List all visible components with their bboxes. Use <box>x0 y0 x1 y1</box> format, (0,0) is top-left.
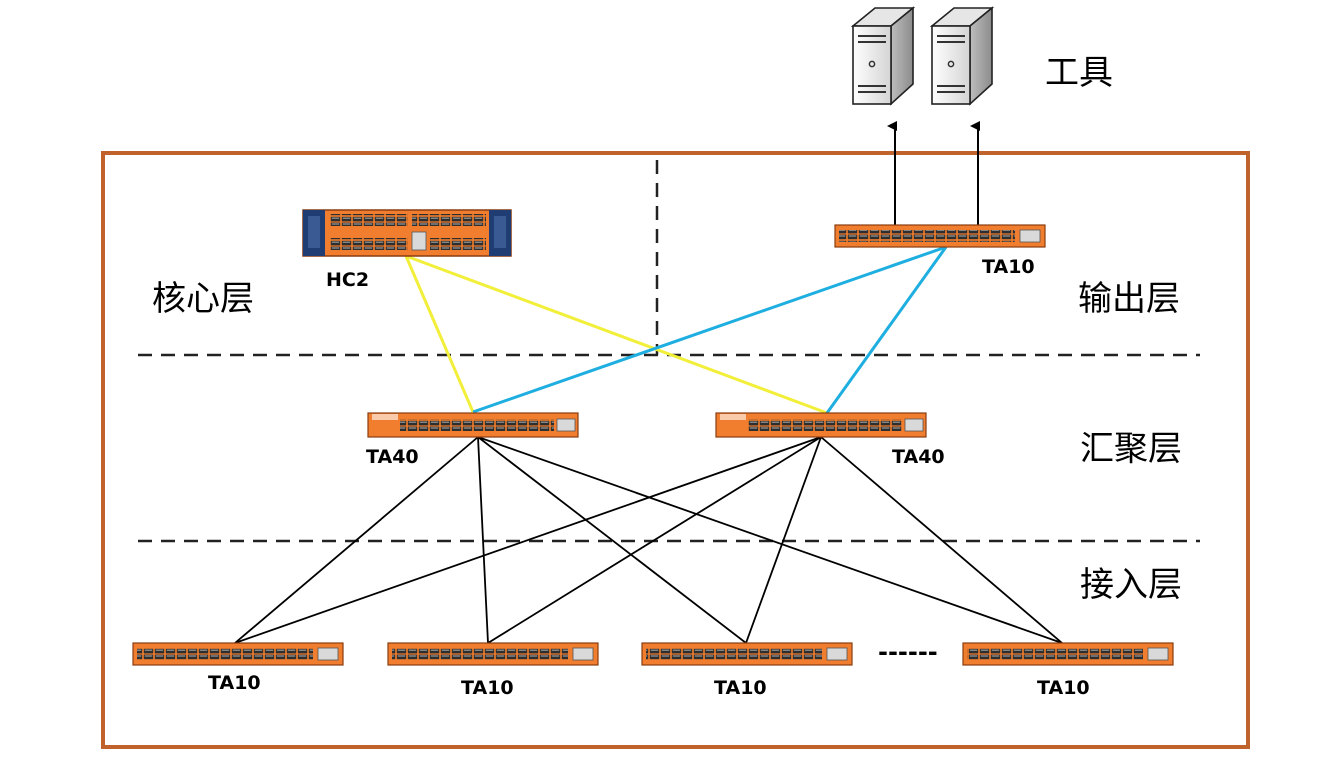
access-ta10-label: TA10 <box>461 677 514 699</box>
access-link <box>745 436 822 644</box>
ta10-output-device <box>834 224 1046 248</box>
hc2-label: HC2 <box>326 269 369 291</box>
access-link <box>477 436 1063 644</box>
ta40-left-device <box>367 412 579 438</box>
server-icon <box>850 6 916 106</box>
access-ta10-label: TA10 <box>1037 677 1090 699</box>
access-ta10-label: TA10 <box>208 672 261 694</box>
ta40-left-label: TA40 <box>366 446 419 468</box>
access-link <box>234 436 479 644</box>
ta40-right-device <box>715 412 927 438</box>
ta40-right-label: TA40 <box>892 446 945 468</box>
access-link <box>477 436 489 644</box>
hc2-device <box>302 209 512 257</box>
access-link <box>477 436 747 644</box>
ta10-output-label: TA10 <box>982 256 1035 278</box>
access-ta10-device <box>641 642 853 666</box>
server-icon <box>929 6 995 106</box>
ta10-output-to-ta40-right-link <box>825 246 948 414</box>
access-ta10-label: TA10 <box>714 677 767 699</box>
output-links <box>472 245 948 414</box>
more-devices-ellipsis: ------ <box>878 638 938 666</box>
access-links <box>234 436 1063 644</box>
access-link <box>820 436 1063 644</box>
access-link <box>487 436 822 644</box>
access-ta10-device <box>387 642 599 666</box>
tools-label: 工具 <box>1045 53 1113 93</box>
access-ta10-device <box>962 642 1174 666</box>
access-ta10-device <box>132 642 344 666</box>
enclosure-frame <box>101 151 1250 749</box>
tool-arrows <box>887 121 980 226</box>
access-layer-label: 接入层 <box>1080 565 1182 605</box>
core-layer-label: 核心层 <box>152 279 254 319</box>
hc2-links <box>404 254 828 415</box>
access-link <box>234 436 822 644</box>
aggregation-layer-label: 汇聚层 <box>1080 429 1182 469</box>
ta10-output-to-ta40-left-link <box>472 245 947 414</box>
hc2-to-ta40-left-link <box>404 255 475 413</box>
hc2-to-ta40-right-link <box>405 254 828 415</box>
output-layer-label: 输出层 <box>1078 279 1180 319</box>
